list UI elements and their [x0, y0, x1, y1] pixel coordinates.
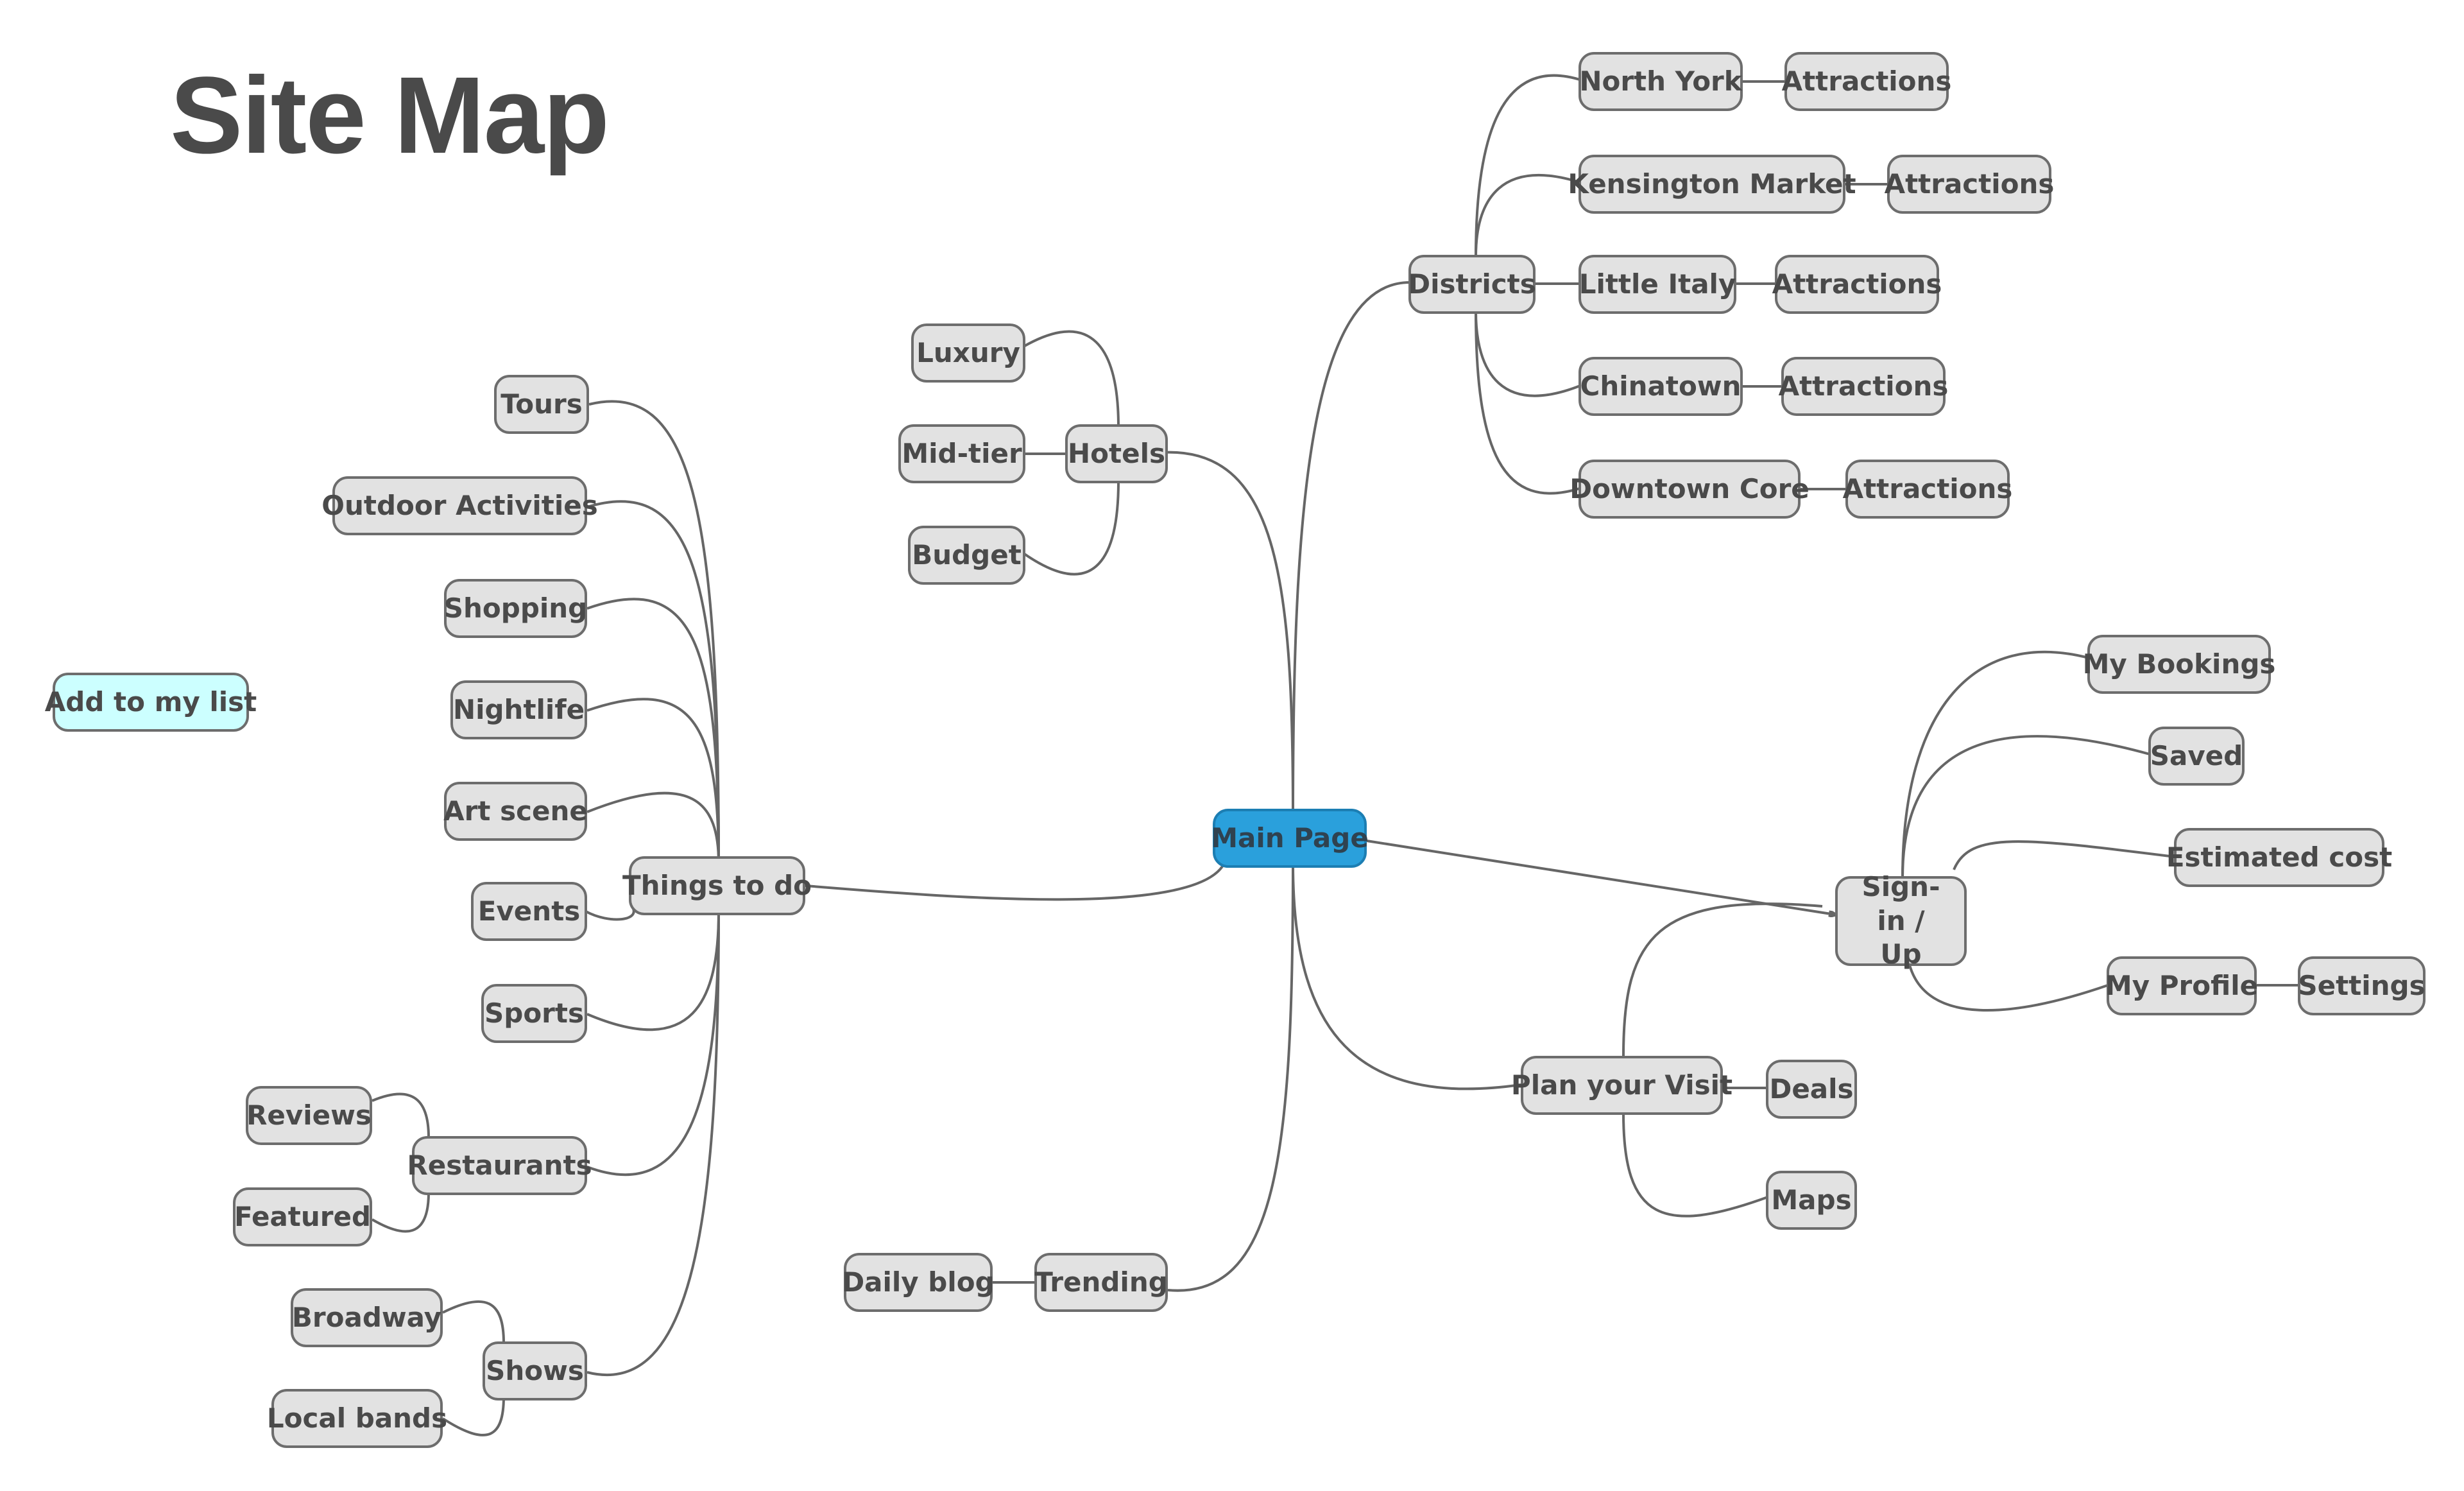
link-shows-local-bands — [441, 1396, 505, 1436]
link-main-plan-your-visit — [1292, 863, 1521, 1090]
node-daily-blog[interactable]: Daily blog — [842, 1253, 995, 1312]
link-districts-kensington — [1475, 174, 1582, 257]
link-things-shopping — [586, 598, 720, 864]
link-plan-sign-in — [1622, 902, 1823, 1056]
link-signin-estimated-cost — [1953, 840, 2176, 870]
node-deals[interactable]: Deals — [1766, 1060, 1857, 1119]
link-main-sign-in — [1366, 840, 1835, 915]
link-signin-bookings — [1901, 650, 2089, 879]
link-main-districts — [1292, 280, 1412, 816]
link-things-art-scene — [586, 791, 720, 864]
node-north-york[interactable]: North York — [1579, 52, 1743, 111]
node-my-bookings[interactable]: My Bookings — [2083, 635, 2275, 694]
link-districts-downtown — [1475, 311, 1582, 495]
node-outdoor-activities[interactable]: Outdoor Activities — [321, 476, 598, 535]
node-events[interactable]: Events — [471, 882, 587, 941]
link-hotels-luxury — [1023, 330, 1120, 427]
node-art-scene[interactable]: Art scene — [443, 782, 588, 841]
node-budget[interactable]: Budget — [908, 526, 1025, 585]
link-things-events — [585, 905, 635, 921]
link-restaurants-featured — [371, 1192, 430, 1233]
node-estimated-cost[interactable]: Estimated cost — [2166, 828, 2392, 887]
link-main-trending — [1167, 863, 1294, 1292]
node-attractions-downtown[interactable]: Attractions — [1843, 460, 2012, 519]
node-tours[interactable]: Tours — [494, 375, 589, 434]
node-sports[interactable]: Sports — [481, 984, 587, 1043]
page-title: Site Map — [170, 55, 610, 177]
node-luxury[interactable]: Luxury — [911, 323, 1025, 383]
link-signin-my-profile — [1908, 962, 2109, 1012]
node-hotels[interactable]: Hotels — [1065, 424, 1168, 483]
link-things-sports — [586, 911, 720, 1031]
link-things-nightlife — [586, 698, 720, 864]
link-districts-north-york — [1475, 74, 1582, 257]
node-attractions-north-york[interactable]: Attractions — [1782, 52, 1951, 111]
node-districts[interactable]: Districts — [1408, 255, 1536, 314]
node-shopping[interactable]: Shopping — [444, 579, 587, 638]
node-chinatown[interactable]: Chinatown — [1579, 357, 1743, 416]
node-plan-your-visit[interactable]: Plan your Visit — [1511, 1056, 1733, 1115]
link-plan-maps — [1622, 1113, 1768, 1218]
node-trending[interactable]: Trending — [1034, 1253, 1168, 1312]
link-hotels-budget — [1022, 481, 1120, 576]
node-kensington-market[interactable]: Kensington Market — [1568, 155, 1856, 214]
link-things-shows — [586, 911, 720, 1377]
node-attractions-chinatown[interactable]: Attractions — [1779, 357, 1948, 416]
node-shows[interactable]: Shows — [483, 1341, 587, 1401]
node-attractions-little-italy[interactable]: Attractions — [1772, 255, 1942, 314]
node-sign-in-up[interactable]: Sign-in / Up — [1835, 871, 1967, 970]
link-signin-saved — [1901, 735, 2150, 879]
node-featured[interactable]: Featured — [233, 1187, 372, 1246]
node-local-bands[interactable]: Local bands — [267, 1389, 447, 1448]
node-things-to-do[interactable]: Things to do — [622, 856, 812, 915]
node-nightlife[interactable]: Nightlife — [450, 680, 587, 739]
node-restaurants[interactable]: Restaurants — [407, 1136, 592, 1195]
link-things-restaurants — [586, 911, 720, 1176]
node-settings[interactable]: Settings — [2298, 956, 2426, 1015]
link-main-hotels — [1161, 451, 1294, 816]
link-shows-broadway — [442, 1300, 505, 1343]
node-attractions-kensington[interactable]: Attractions — [1885, 155, 2054, 214]
link-main-things-to-do — [805, 859, 1227, 901]
node-main-page[interactable]: Main Page — [1211, 809, 1369, 868]
node-reviews[interactable]: Reviews — [246, 1086, 372, 1145]
node-little-italy[interactable]: Little Italy — [1579, 255, 1736, 314]
link-restaurants-reviews — [372, 1092, 430, 1138]
node-saved[interactable]: Saved — [2148, 727, 2245, 786]
add-to-my-list-note[interactable]: Add to my list — [45, 673, 257, 732]
node-mid-tier[interactable]: Mid-tier — [898, 424, 1025, 483]
node-downtown-core[interactable]: Downtown Core — [1570, 460, 1810, 519]
link-things-outdoor — [586, 500, 720, 864]
node-broadway[interactable]: Broadway — [291, 1288, 443, 1347]
node-my-profile[interactable]: My Profile — [2105, 956, 2258, 1015]
node-maps[interactable]: Maps — [1766, 1171, 1857, 1230]
link-districts-chinatown — [1475, 311, 1582, 397]
